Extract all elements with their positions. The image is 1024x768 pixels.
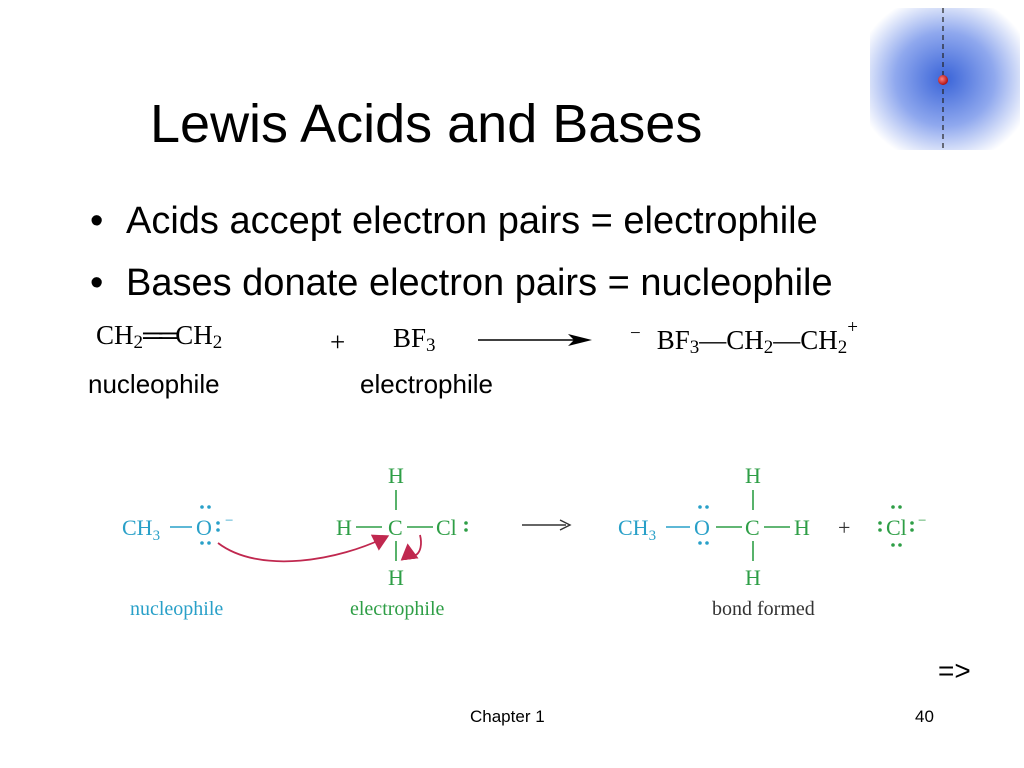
formula-subscript: 3 — [426, 335, 436, 356]
mechanism-electrophile-label: electrophile — [350, 598, 445, 620]
orbital-graphic — [870, 8, 1020, 150]
next-slide-link[interactable]: => — [938, 655, 971, 686]
orbital-nucleus — [938, 75, 948, 85]
bullet-item: • Acids accept electron pairs = electroph… — [90, 190, 833, 252]
ethylene-formula: CH2══CH2 — [96, 320, 223, 353]
formula-subscript: 2 — [212, 332, 223, 353]
formula-text: BF — [393, 323, 427, 353]
mechanism-plus: + — [838, 515, 850, 540]
bullet-marker: • — [90, 200, 104, 242]
mechanism-nucleophile-label: nucleophile — [130, 598, 224, 620]
mechanism-diagram: CH3 O − H H C Cl H — [122, 463, 926, 590]
product-formula: −BF3—CH2—CH2+ — [630, 318, 858, 358]
formula-text: CH — [96, 320, 134, 350]
svg-text:−: − — [225, 513, 233, 529]
mechanism-arrow — [522, 519, 572, 531]
footer-page-number: 40 — [915, 707, 934, 726]
svg-text:H: H — [745, 565, 761, 590]
bond-formed-label: bond formed — [712, 598, 815, 620]
bullet-marker: • — [90, 262, 104, 304]
electrophile-label: electrophile — [360, 369, 493, 399]
svg-text:C: C — [388, 515, 403, 540]
svg-text:CH3: CH3 — [618, 515, 656, 544]
svg-text:C: C — [745, 515, 760, 540]
bullet-list: • Acids accept electron pairs = electroph… — [90, 190, 833, 314]
slide-title: Lewis Acids and Bases — [150, 94, 703, 154]
formula-subscript: 2 — [133, 332, 144, 353]
positive-charge: + — [847, 317, 858, 338]
plus-sign: + — [330, 327, 346, 357]
chloride-ion: Cl − — [878, 505, 926, 547]
svg-text:Cl: Cl — [886, 515, 907, 540]
single-bond: — — [773, 325, 801, 355]
attack-arrow — [217, 534, 390, 563]
formula-text: CH — [726, 325, 764, 355]
double-bond: ══ — [143, 320, 178, 350]
reaction-arrow — [478, 334, 592, 346]
formula-text: BF — [656, 325, 690, 355]
svg-text:H: H — [794, 515, 810, 540]
leaving-arrow — [400, 534, 422, 561]
chloromethane: H H C Cl H — [336, 463, 468, 590]
negative-charge: − — [630, 323, 641, 344]
svg-text:Cl: Cl — [436, 515, 457, 540]
svg-text:H: H — [336, 515, 352, 540]
bullet-text: Bases donate electron pairs = nucleophil… — [126, 262, 833, 304]
nucleophile-label: nucleophile — [88, 369, 220, 399]
svg-text:H: H — [745, 463, 761, 488]
bf3-formula: BF3 — [393, 323, 436, 356]
product-methyl-ether: CH3 O H C H H — [618, 463, 810, 590]
footer-chapter: Chapter 1 — [470, 707, 545, 726]
bullet-text: Acids accept electron pairs = electrophi… — [126, 200, 818, 242]
formula-text: CH — [175, 320, 213, 350]
formula-subscript: 2 — [763, 337, 774, 358]
svg-text:CH3: CH3 — [122, 515, 160, 544]
svg-text:H: H — [388, 565, 404, 590]
bullet-item: • Bases donate electron pairs = nucleophi… — [90, 252, 833, 314]
single-bond: — — [699, 325, 727, 355]
svg-text:−: − — [918, 513, 926, 529]
formula-text: CH — [800, 325, 838, 355]
svg-text:H: H — [388, 463, 404, 488]
svg-text:O: O — [196, 515, 212, 540]
svg-text:O: O — [694, 515, 710, 540]
formula-subscript: 2 — [837, 337, 848, 358]
formula-subscript: 3 — [689, 337, 700, 358]
methoxide-ion: CH3 O − — [122, 505, 233, 545]
